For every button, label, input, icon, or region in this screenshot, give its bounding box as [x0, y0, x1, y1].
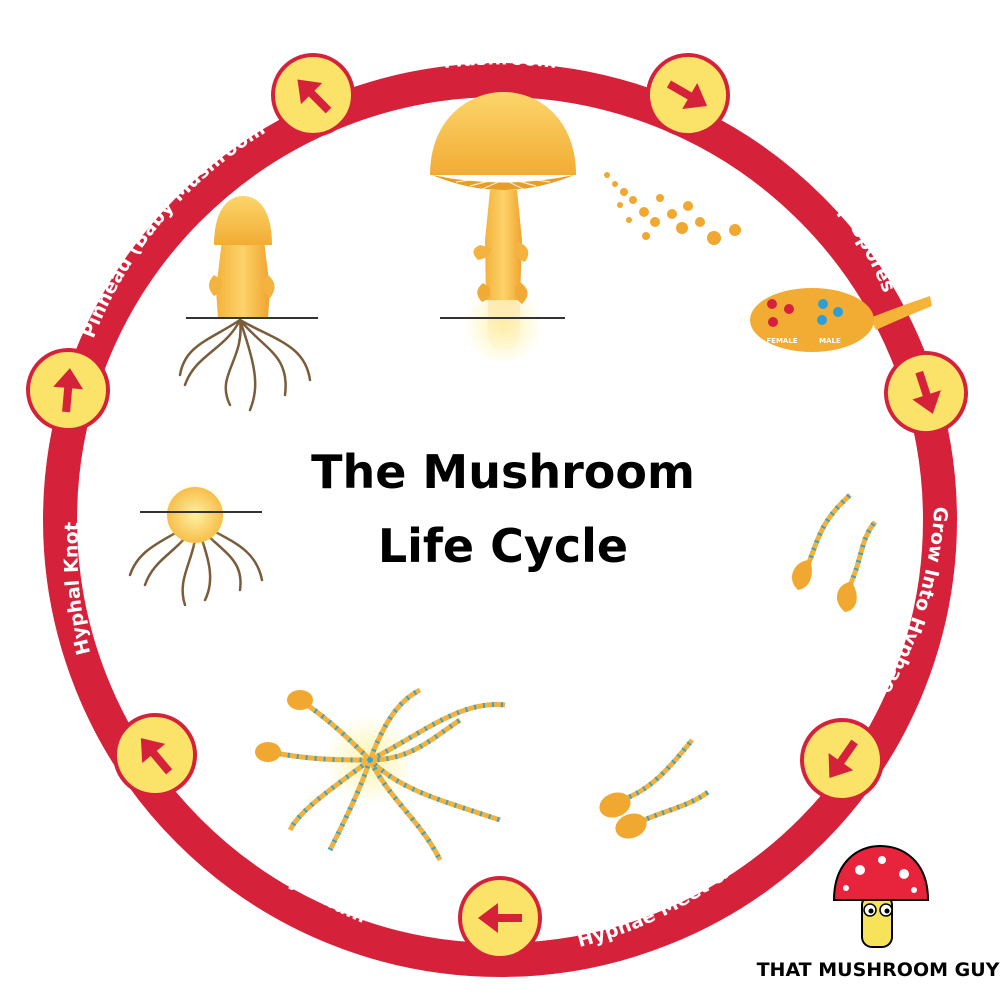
arrow-icon [458, 876, 542, 960]
arrow-icon [646, 53, 730, 137]
spore-label-female: FEMALE [766, 337, 797, 345]
diagram-title-line2: Life Cycle [378, 519, 628, 573]
pinhead-illustration [178, 196, 318, 412]
spore-label-male: MALE [819, 337, 841, 345]
germinating-spore-illustration: FEMALE MALE [750, 288, 932, 352]
plus-icon [767, 299, 843, 327]
arrow-icon [800, 718, 884, 802]
arrow-icon [113, 713, 197, 797]
mature-mushroom-illustration [430, 92, 576, 365]
arrow-badges [26, 52, 968, 960]
hyphal-knot-illustration [128, 481, 264, 607]
brand-logo: THAT MUSHROOM GUY [757, 844, 1000, 981]
hyphae-meet-illustration [599, 738, 710, 839]
mycelium-illustration [255, 687, 506, 862]
mushroom-logo-icon [832, 844, 930, 948]
arrow-icon [884, 351, 968, 435]
arrow-icon [271, 52, 355, 137]
diagram-title-line1: The Mushroom [311, 445, 695, 499]
arrow-icon [26, 348, 110, 432]
falling-spores-illustration [604, 172, 741, 245]
stage-label-mushroom: Mushroom [442, 47, 558, 73]
hyphae-growth-illustration [791, 493, 877, 612]
brand-name: THAT MUSHROOM GUY [757, 959, 1000, 981]
